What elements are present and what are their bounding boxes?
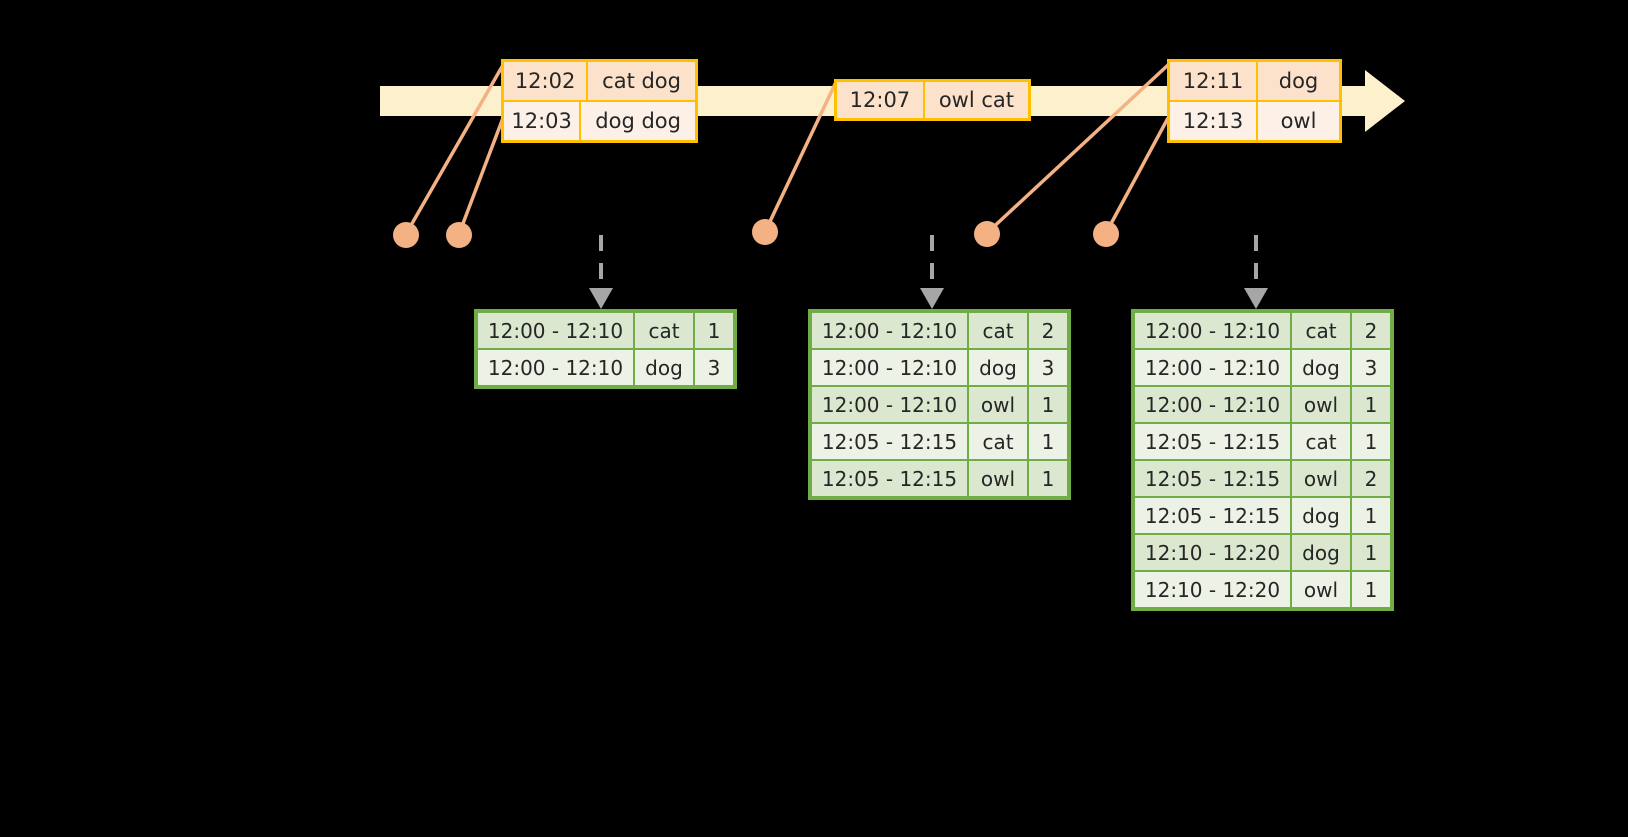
result-word: dog	[1292, 498, 1350, 533]
result-word: cat	[1292, 424, 1350, 459]
result-word: dog	[635, 350, 693, 385]
event-row[interactable]: 12:02 cat dog	[504, 62, 695, 100]
dashed-arrow-heads	[589, 288, 1268, 309]
event-words: cat dog	[588, 62, 695, 100]
result-word: dog	[1292, 350, 1350, 385]
result-word: owl	[969, 461, 1027, 496]
result-window: 12:00 - 12:10	[812, 387, 967, 422]
event-time: 12:02	[504, 62, 589, 100]
result-count: 1	[1352, 572, 1390, 607]
result-word: owl	[969, 387, 1027, 422]
event-group-2[interactable]: 12:07 owl cat	[834, 79, 1031, 121]
result-window: 12:10 - 12:20	[1135, 572, 1290, 607]
result-window: 12:05 - 12:15	[812, 424, 967, 459]
result-window: 12:05 - 12:15	[812, 461, 967, 496]
event-row[interactable]: 12:07 owl cat	[837, 82, 1028, 118]
result-count: 3	[1352, 350, 1390, 385]
marker-dot-3	[752, 219, 778, 245]
result-count: 1	[695, 313, 733, 348]
marker-dot-2	[446, 222, 472, 248]
event-time: 12:13	[1170, 102, 1258, 140]
event-time: 12:07	[837, 82, 925, 118]
result-word: dog	[969, 350, 1027, 385]
result-word: cat	[969, 313, 1027, 348]
event-row[interactable]: 12:11 dog	[1170, 62, 1339, 100]
marker-dot-4	[974, 221, 1000, 247]
result-word: owl	[1292, 387, 1350, 422]
result-count: 1	[1352, 498, 1390, 533]
result-count: 1	[1352, 535, 1390, 570]
result-count: 1	[1029, 387, 1067, 422]
result-count: 2	[1352, 313, 1390, 348]
result-window: 12:10 - 12:20	[1135, 535, 1290, 570]
event-row[interactable]: 12:03 dog dog	[504, 100, 695, 140]
result-count: 2	[1352, 461, 1390, 496]
result-count: 3	[695, 350, 733, 385]
result-count: 1	[1029, 424, 1067, 459]
dashed-arrows	[599, 235, 1258, 290]
event-time: 12:03	[504, 102, 582, 140]
result-window: 12:00 - 12:10	[812, 313, 967, 348]
result-window: 12:00 - 12:10	[1135, 350, 1290, 385]
result-window: 12:05 - 12:15	[1135, 461, 1290, 496]
event-words: owl cat	[924, 82, 1028, 118]
result-window: 12:00 - 12:10	[478, 350, 633, 385]
result-count: 1	[1352, 387, 1390, 422]
event-row[interactable]: 12:13 owl	[1170, 100, 1339, 140]
timeline-marker-dots	[393, 219, 1119, 248]
event-words: owl	[1258, 102, 1339, 140]
event-words: dog	[1258, 62, 1339, 100]
result-window: 12:00 - 12:10	[1135, 313, 1290, 348]
result-word: cat	[969, 424, 1027, 459]
result-word: cat	[635, 313, 693, 348]
result-window: 12:00 - 12:10	[478, 313, 633, 348]
event-words: dog dog	[581, 102, 695, 140]
result-window: 12:05 - 12:15	[1135, 498, 1290, 533]
result-count: 3	[1029, 350, 1067, 385]
event-group-1[interactable]: 12:02 cat dog 12:03 dog dog	[501, 59, 698, 143]
result-window: 12:00 - 12:10	[1135, 387, 1290, 422]
result-count: 2	[1029, 313, 1067, 348]
marker-dot-1	[393, 222, 419, 248]
result-word: owl	[1292, 461, 1350, 496]
result-word: cat	[1292, 313, 1350, 348]
marker-dot-5	[1093, 221, 1119, 247]
result-window: 12:00 - 12:10	[812, 350, 967, 385]
result-word: dog	[1292, 535, 1350, 570]
result-word: owl	[1292, 572, 1350, 607]
event-time: 12:11	[1170, 62, 1258, 100]
result-count: 1	[1029, 461, 1067, 496]
event-group-3[interactable]: 12:11 dog 12:13 owl	[1167, 59, 1342, 143]
result-window: 12:05 - 12:15	[1135, 424, 1290, 459]
result-count: 1	[1352, 424, 1390, 459]
